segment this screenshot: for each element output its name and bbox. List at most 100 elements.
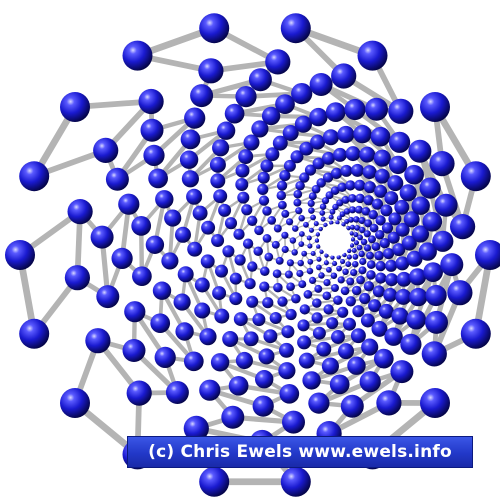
carbon-atom (295, 207, 303, 215)
carbon-atom (187, 241, 203, 257)
carbon-atom (406, 250, 423, 267)
carbon-atom (345, 180, 356, 191)
carbon-atom (375, 215, 386, 226)
carbon-atom (294, 115, 312, 133)
carbon-atom (235, 351, 253, 370)
carbon-atom (154, 346, 176, 369)
carbon-atom (299, 141, 314, 156)
carbon-atom (349, 231, 354, 236)
carbon-atom (295, 181, 305, 191)
carbon-atom (368, 299, 382, 313)
carbon-atom (199, 328, 217, 346)
carbon-atom (425, 284, 447, 307)
carbon-atom (143, 144, 165, 167)
carbon-atom (283, 159, 296, 172)
carbon-atom (352, 260, 359, 268)
carbon-atom (229, 272, 242, 285)
carbon-atom (261, 106, 281, 126)
carbon-atom (297, 335, 312, 350)
carbon-atom (310, 214, 316, 221)
carbon-atom (173, 293, 191, 311)
carbon-atom (337, 182, 347, 193)
carbon-atom (297, 319, 310, 332)
carbon-atom (194, 277, 210, 293)
carbon-atom (420, 92, 450, 122)
carbon-atom (337, 306, 349, 318)
carbon-atom (258, 348, 275, 365)
carbon-atom (348, 216, 354, 223)
carbon-atom (105, 167, 129, 191)
carbon-atom (316, 256, 322, 262)
carbon-atom (319, 210, 326, 216)
carbon-atom (370, 126, 391, 147)
carbon-atom (282, 410, 305, 434)
carbon-atom (363, 281, 375, 292)
carbon-atom (298, 241, 305, 247)
carbon-atom (312, 326, 326, 340)
carbon-atom (354, 225, 361, 231)
carbon-atom (385, 273, 399, 287)
carbon-atom (190, 84, 214, 108)
carbon-atom (434, 193, 458, 217)
carbon-atom (421, 341, 447, 367)
carbon-atom (403, 211, 420, 228)
carbon-atom (152, 281, 172, 300)
carbon-atom (286, 218, 294, 226)
carbon-atom (277, 296, 288, 307)
carbon-atom (184, 107, 206, 129)
carbon-atom (331, 284, 339, 292)
carbon-atom (299, 231, 305, 237)
carbon-atom (177, 266, 194, 283)
carbon-atom (388, 212, 402, 226)
carbon-atom (201, 220, 216, 235)
carbon-atom (346, 226, 351, 231)
carbon-atom (322, 129, 339, 146)
carbon-atom (215, 264, 228, 278)
carbon-atom (341, 195, 350, 204)
carbon-atom (368, 235, 376, 244)
carbon-atom (186, 188, 203, 205)
carbon-atom (148, 168, 168, 189)
carbon-atom (85, 328, 111, 354)
carbon-atom (359, 257, 367, 266)
carbon-atom (314, 238, 320, 243)
carbon-atom (265, 49, 291, 75)
carbon-atom (282, 125, 299, 141)
carbon-atom (323, 222, 328, 228)
carbon-atom (418, 242, 437, 261)
carbon-atom (310, 134, 326, 150)
carbon-atom (257, 171, 270, 184)
carbon-atom (235, 163, 250, 178)
carbon-atom (64, 265, 90, 291)
carbon-atom (390, 360, 414, 384)
carbon-atom (388, 131, 411, 153)
carbon-atom (228, 375, 249, 396)
carbon-atom (325, 102, 346, 122)
carbon-atom (345, 261, 352, 268)
carbon-atom (262, 234, 272, 243)
carbon-atom (374, 168, 390, 184)
carbon-atom (278, 200, 287, 210)
carbon-atom (262, 297, 274, 309)
carbon-atom (213, 189, 228, 204)
carbon-atom (357, 234, 363, 241)
carbon-atom (380, 204, 393, 217)
carbon-atom (353, 216, 360, 223)
carbon-atom (307, 258, 314, 265)
carbon-atom (339, 211, 346, 218)
carbon-atom (284, 270, 293, 279)
carbon-atom (323, 304, 334, 315)
carbon-atom (199, 379, 221, 401)
carbon-atom (396, 271, 412, 287)
carbon-atom (352, 305, 365, 318)
carbon-atom (321, 197, 330, 205)
carbon-atom (349, 243, 355, 248)
carbon-atom (247, 261, 258, 272)
carbon-atom (140, 118, 164, 142)
carbon-atom (235, 85, 257, 108)
carbon-atom (291, 82, 313, 105)
carbon-atom (322, 291, 332, 301)
carbon-atom (292, 225, 299, 232)
carbon-atom (90, 225, 114, 249)
carbon-atom (341, 222, 346, 227)
